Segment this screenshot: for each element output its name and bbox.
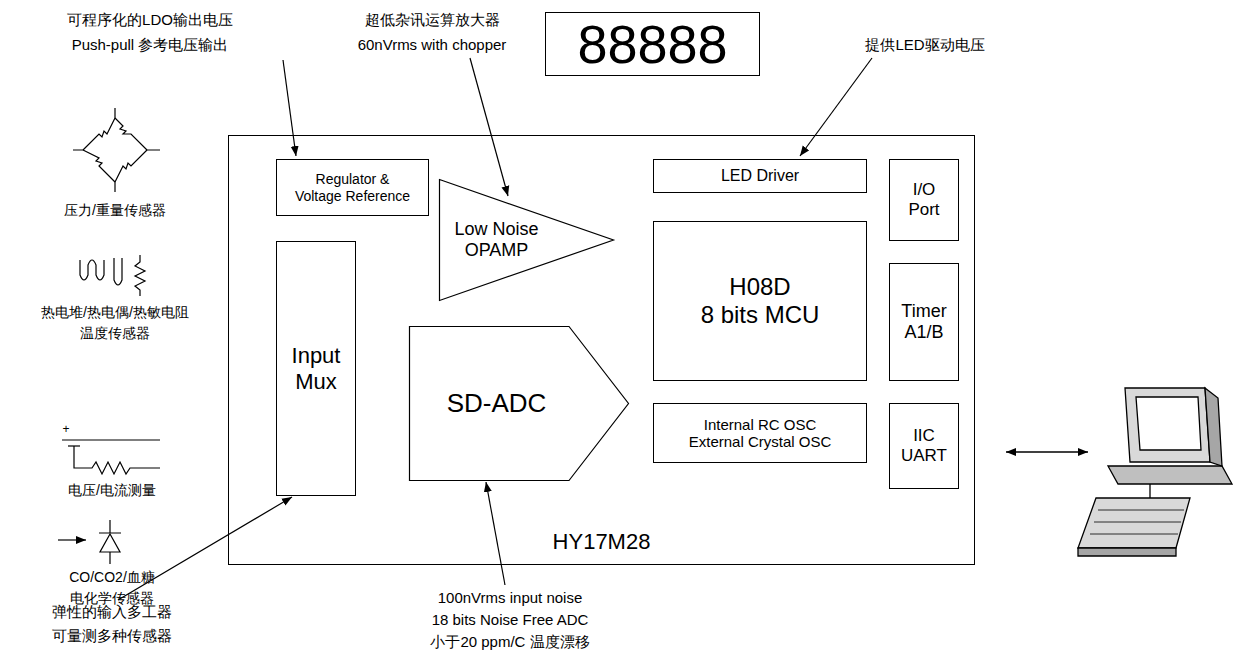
serial-box: IIC UART bbox=[889, 403, 959, 489]
callout-text: 小于20 ppm/C 温度漂移 bbox=[430, 633, 589, 650]
computer-icon bbox=[1078, 388, 1232, 556]
block-label: 8 bits MCU bbox=[701, 301, 820, 329]
regulator-box: Regulator & Voltage Reference bbox=[276, 159, 429, 216]
callout-text: 可程序化的LDO输出电压 bbox=[67, 11, 233, 28]
input-mux-box: Input Mux bbox=[276, 241, 356, 496]
block-label: H08D bbox=[729, 273, 790, 301]
chip-name: HY17M28 bbox=[553, 529, 651, 554]
oscillator-box: Internal RC OSC External Crystal OSC bbox=[653, 403, 867, 463]
battery-resistor-symbol bbox=[62, 440, 160, 474]
callout-text: 100nVrms input noise bbox=[438, 589, 583, 606]
temperature-sensor-symbols bbox=[80, 255, 145, 296]
leader-arrow bbox=[470, 58, 508, 196]
polarity-sign: + bbox=[62, 423, 69, 437]
block-label: Timer A1/B bbox=[897, 301, 952, 342]
bridge-sensor-symbol bbox=[73, 108, 160, 192]
block-label: Input Mux bbox=[286, 343, 346, 394]
callout-text: 弹性的输入多工器 bbox=[52, 603, 172, 620]
led-display-box: 88888 bbox=[545, 12, 760, 76]
leader-arrow bbox=[486, 482, 505, 585]
io-port-box: I/O Port bbox=[889, 159, 959, 241]
block-label: Internal RC OSC External Crystal OSC bbox=[675, 416, 845, 451]
sensor-label: 温度传感器 bbox=[80, 325, 150, 341]
opamp-triangle: Low Noise OPAMP bbox=[439, 179, 614, 301]
block-label: I/O Port bbox=[902, 180, 947, 219]
callout-text: 提供LED驱动电压 bbox=[865, 36, 984, 53]
sensor-label: 热电堆/热电偶/热敏电阻 bbox=[41, 304, 189, 320]
block-label: IIC UART bbox=[899, 426, 949, 465]
data-link-arrow bbox=[1006, 451, 1088, 452]
shape-outline bbox=[410, 327, 629, 481]
block-label: Regulator & Voltage Reference bbox=[293, 171, 413, 203]
leader-arrow bbox=[800, 58, 872, 156]
block-label: SD-ADC bbox=[447, 389, 547, 419]
sensor-label: 压力/重量传感器 bbox=[64, 202, 166, 218]
timer-box: Timer A1/B bbox=[889, 263, 959, 381]
sensor-label: CO/CO2/血糖 bbox=[69, 569, 155, 585]
mcu-box: H08D8 bits MCU bbox=[653, 221, 867, 381]
block-label: 88888 bbox=[577, 17, 727, 71]
block-label: Low Noise OPAMP bbox=[449, 219, 544, 260]
block-label: LED Driver bbox=[721, 167, 799, 185]
led-driver-box: LED Driver bbox=[653, 159, 867, 193]
adc-pentagon: SD-ADC bbox=[409, 326, 629, 481]
callout-text: 18 bits Noise Free ADC bbox=[432, 611, 589, 628]
diode-sensor-symbol bbox=[58, 520, 121, 564]
callout-text: 60nVrms with chopper bbox=[358, 36, 507, 53]
callout-text: 超低杂讯运算放大器 bbox=[365, 11, 500, 28]
callout-text: 可量测多种传感器 bbox=[52, 627, 172, 644]
shape-outline bbox=[440, 180, 614, 301]
chip-outline: HY17M28 Regulator & Voltage ReferenceInpu… bbox=[228, 135, 975, 565]
leader-arrow bbox=[283, 60, 296, 156]
sensor-label: 电压/电流测量 bbox=[68, 482, 156, 498]
callout-text: Push-pull 参考电压输出 bbox=[72, 36, 229, 53]
